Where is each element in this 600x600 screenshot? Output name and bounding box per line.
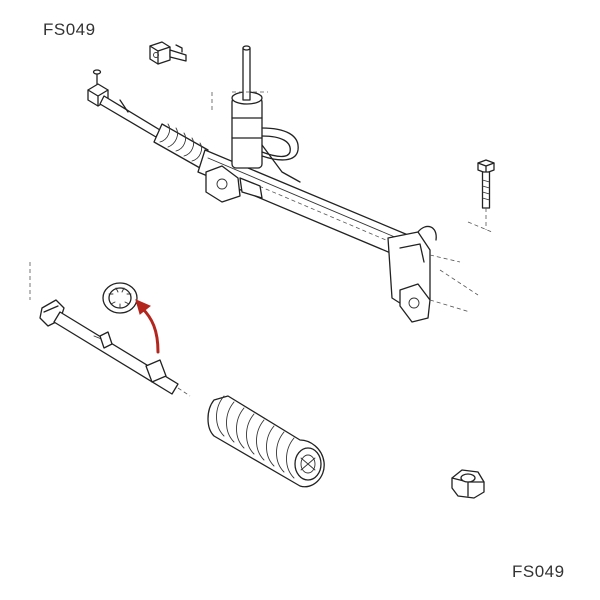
inner-tie-rod: [29, 262, 191, 397]
lock-ring-part: [102, 282, 138, 314]
bellows-boot-part: [207, 395, 325, 488]
assembly-direction-arrow: [135, 299, 160, 354]
diagram-code-label-top: FS049: [43, 20, 96, 39]
retaining-clip-part: [149, 41, 187, 65]
hex-nut-part: [451, 469, 485, 499]
diagram-code-label-bottom: FS049: [512, 562, 565, 581]
mounting-bolt: [467, 159, 495, 233]
steering-rack-assembly: [87, 45, 479, 323]
